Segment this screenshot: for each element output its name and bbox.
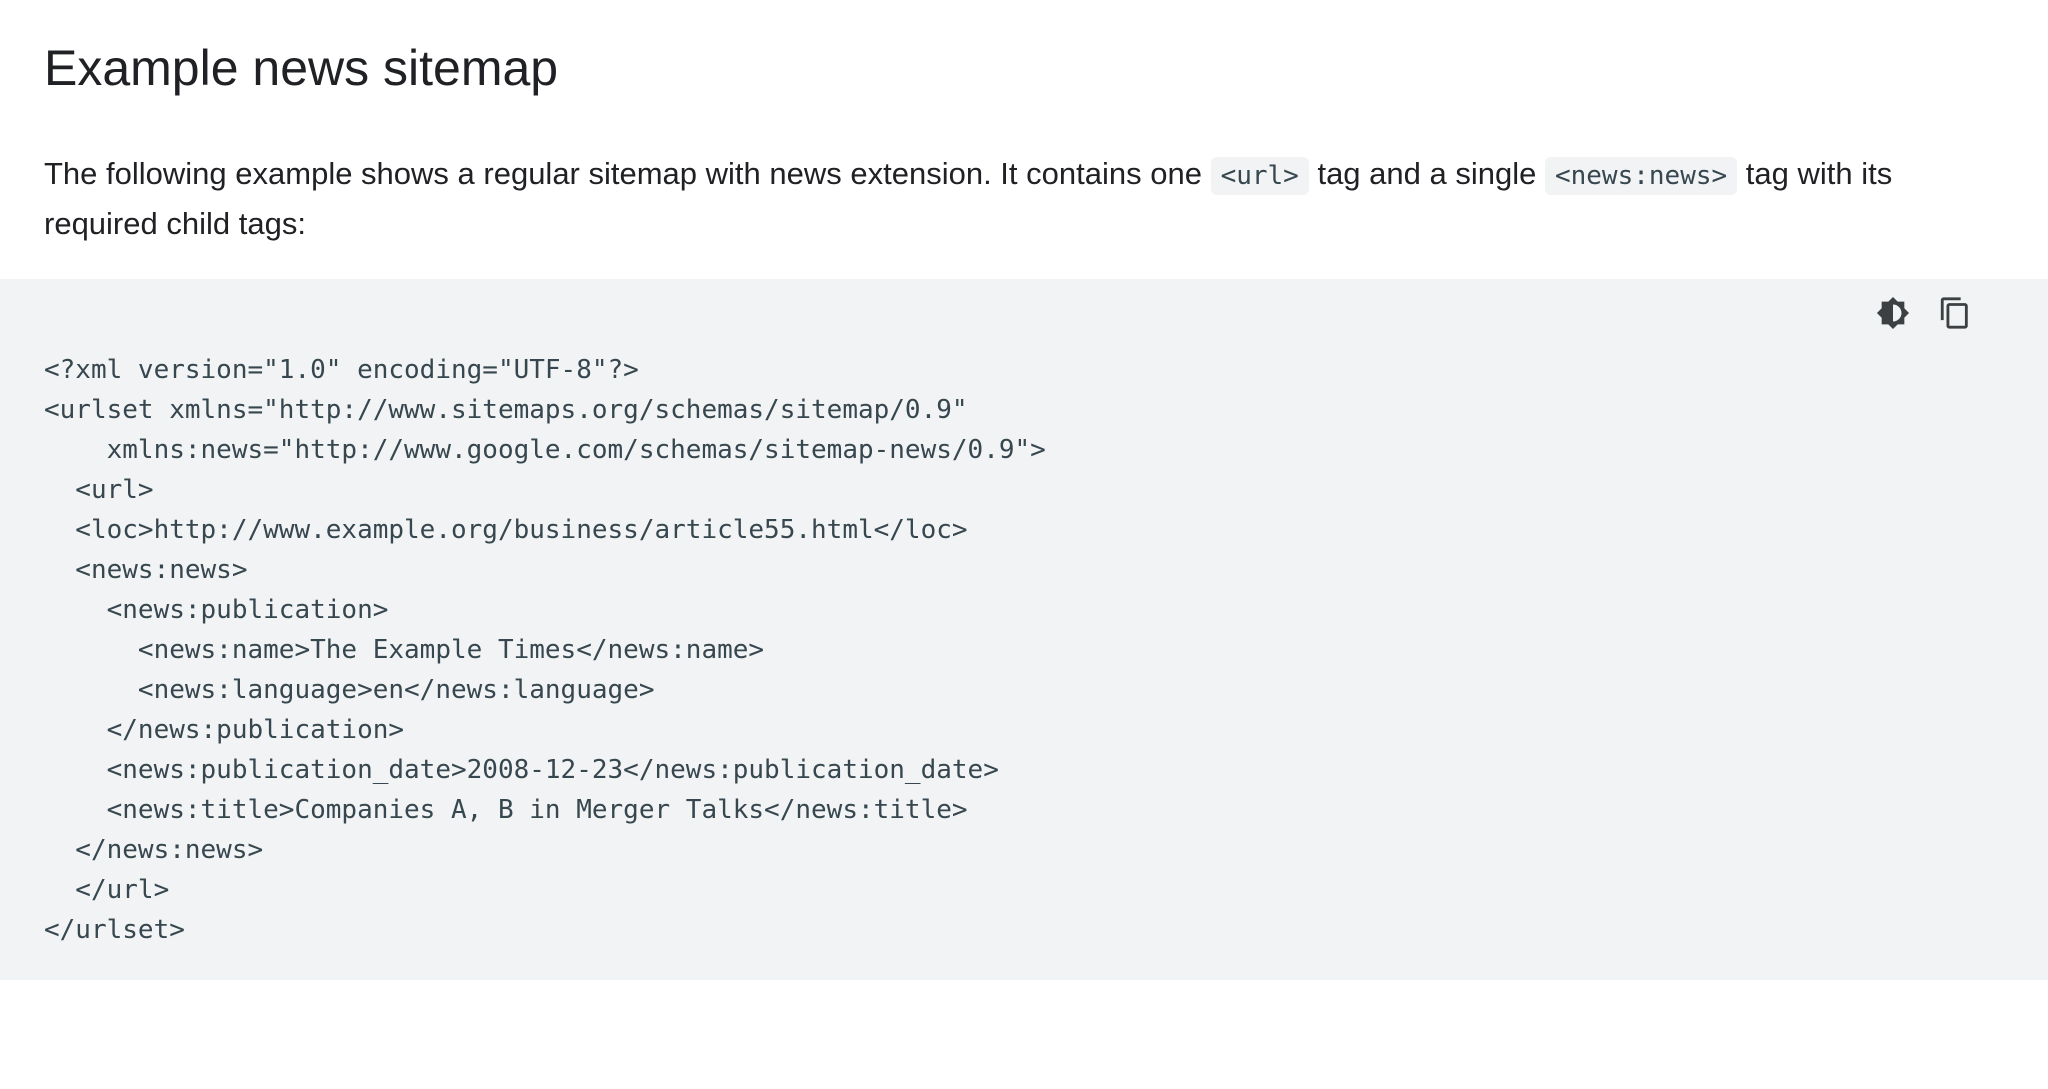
brightness-toggle-icon — [1876, 296, 1910, 330]
xml-code-sample: <?xml version="1.0" encoding="UTF-8"?> <… — [44, 355, 1046, 945]
intro-text-part1: The following example shows a regular si… — [44, 156, 1211, 191]
copy-icon — [1938, 296, 1972, 330]
inline-code-news-news-tag: <news:news> — [1544, 157, 1738, 195]
inline-code-url-tag: <url> — [1210, 157, 1309, 195]
page-title: Example news sitemap — [44, 40, 559, 96]
intro-text-part2: tag and a single — [1308, 156, 1545, 191]
article-section: Example news sitemap The following examp… — [0, 38, 2048, 248]
copy-code-button[interactable] — [1937, 295, 1973, 331]
code-actions-toolbar — [1875, 295, 1973, 331]
intro-text-part3: tag with its required child tags: — [44, 156, 1893, 241]
intro-paragraph: The following example shows a regular si… — [44, 150, 2004, 248]
code-sample-block: <?xml version="1.0" encoding="UTF-8"?> <… — [0, 279, 2048, 980]
dark-code-theme-toggle-button[interactable] — [1875, 295, 1911, 331]
